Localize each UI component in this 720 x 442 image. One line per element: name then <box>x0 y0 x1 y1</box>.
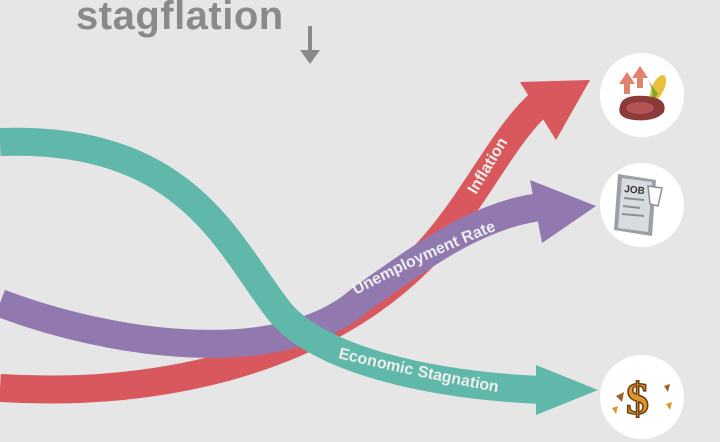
job-newspaper-icon: JOB <box>600 163 684 247</box>
svg-text:$: $ <box>626 373 649 424</box>
stagnation-arrow <box>0 127 598 415</box>
title-down-arrow-icon <box>300 26 320 64</box>
crumbling-dollar-icon: $ <box>600 355 684 439</box>
rising-food-prices-icon <box>600 53 684 137</box>
diagram-title: stagflation <box>76 0 284 38</box>
unemployment-label: Unemployment Rate <box>350 218 498 298</box>
job-text: JOB <box>624 184 646 197</box>
unemployment-arrow <box>0 180 596 358</box>
